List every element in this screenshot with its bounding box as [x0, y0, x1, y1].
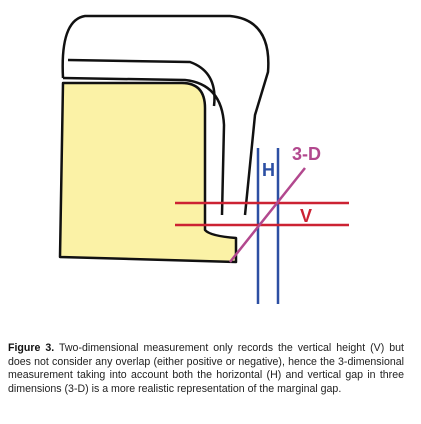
three-d-label: 3-D: [292, 144, 321, 164]
marginal-gap-diagram: H V 3-D: [58, 14, 349, 304]
figure-caption: Figure 3. Two-dimensional measurement on…: [8, 342, 404, 396]
h-label: H: [262, 160, 275, 180]
v-label: V: [300, 206, 312, 226]
crown-outer-outline: [61, 14, 270, 216]
tooth-die: [58, 81, 238, 264]
three-d-line: [229, 167, 306, 263]
figure-label: Figure 3.: [8, 342, 55, 354]
crown-interface-arc-outer: [67, 58, 216, 107]
caption-text: Two-dimensional measurement only records…: [8, 342, 404, 395]
